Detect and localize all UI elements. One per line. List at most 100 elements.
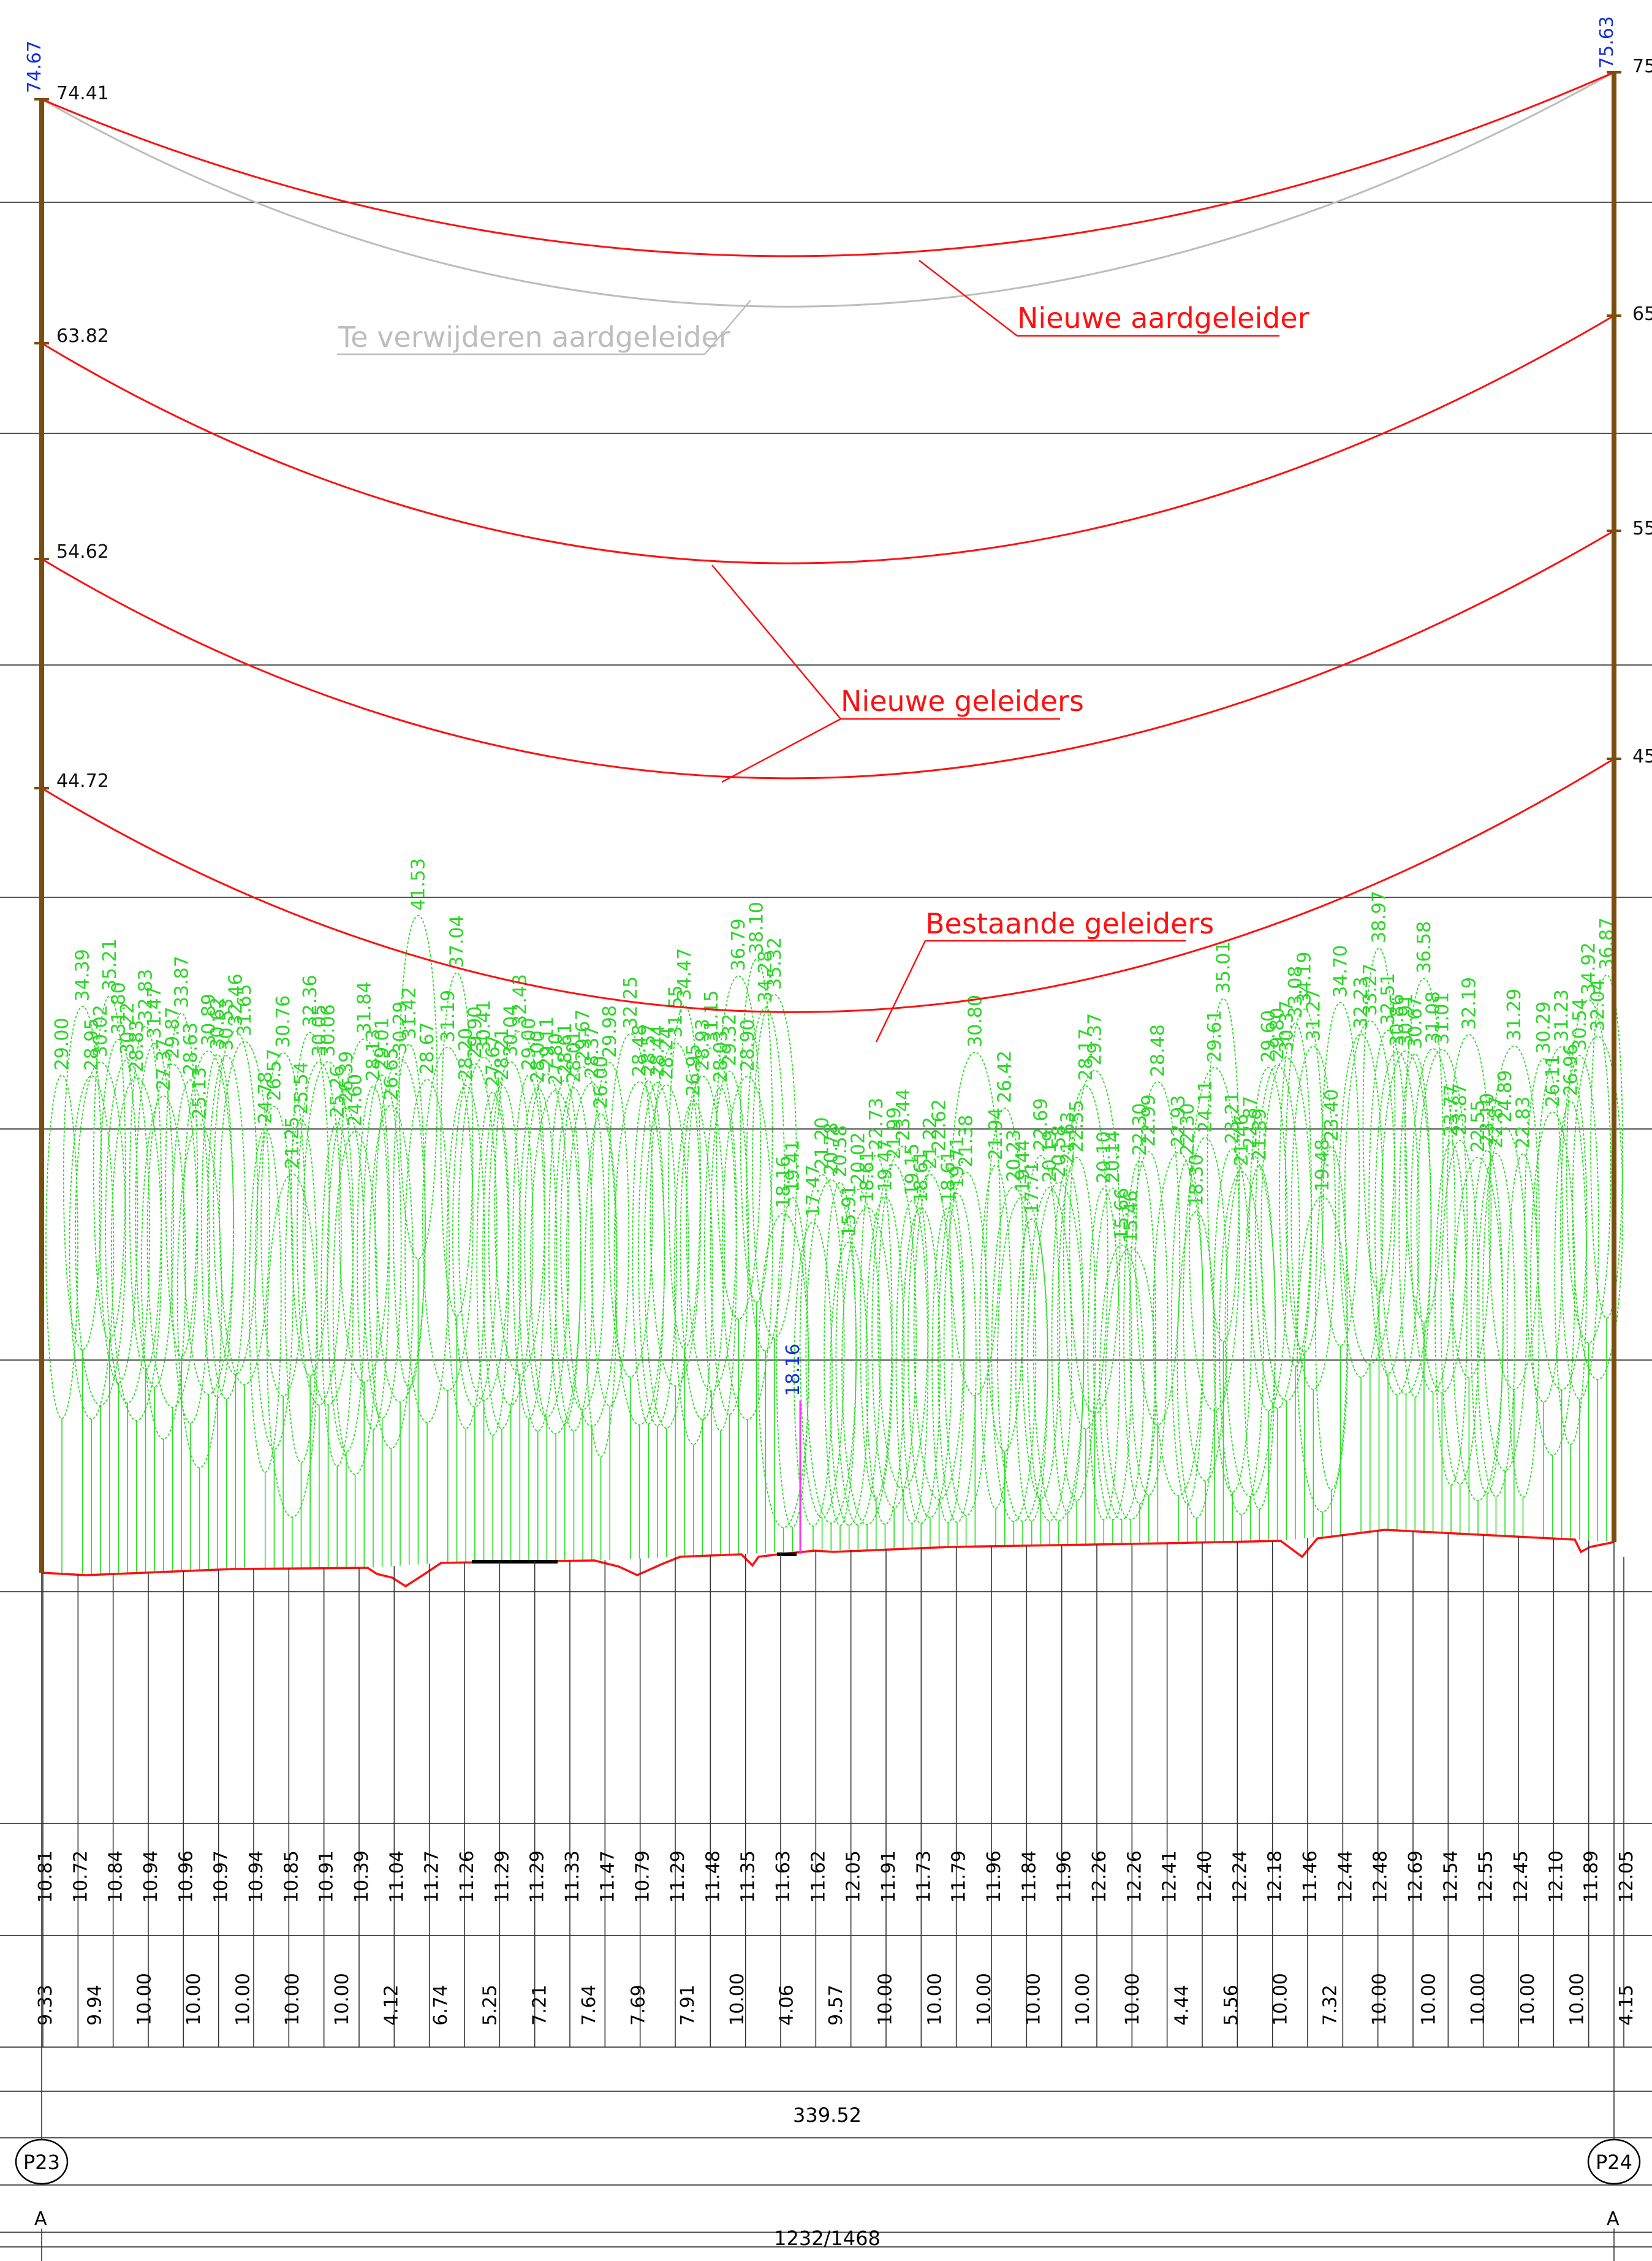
span-value: 10.79: [632, 1850, 654, 1903]
span-value: 11.47: [597, 1850, 618, 1903]
span-value: 10.39: [351, 1850, 373, 1903]
tree-crown: [548, 1079, 582, 1424]
tree-crown: [1434, 1141, 1468, 1486]
tree-crown: [1554, 1100, 1588, 1445]
distance-value: 7.69: [628, 1985, 650, 2026]
tree-height-label: 30.29: [1533, 1001, 1555, 1054]
pole-right: 75.63 75 65 55 45: [1596, 16, 1652, 1542]
tree-crown: [835, 1189, 881, 1526]
tree-crown: [1590, 974, 1623, 1319]
conductor-curve-3: [41, 758, 1615, 1013]
tree-crown: [943, 1171, 989, 1516]
tree-height-label: 31.27: [1303, 989, 1324, 1041]
distance-value: 10.00: [282, 1973, 303, 2026]
tree-height-label: 34.19: [1294, 951, 1316, 1004]
label-new-earthwire: Nieuwe aardgeleider: [1017, 302, 1309, 335]
distance-value: 10.00: [233, 1973, 254, 2026]
tree-crown: [703, 1087, 737, 1432]
tree-height-label: 21.99: [884, 1107, 905, 1160]
tree-height-label: 30.04: [501, 1005, 522, 1057]
pole-right-attach-2: 65: [1632, 303, 1652, 325]
span-value: 11.89: [1581, 1850, 1602, 1903]
tree-height-label: 21.20: [812, 1117, 833, 1170]
tree-crown: [99, 1039, 138, 1383]
distance-value: 7.64: [578, 1985, 600, 2026]
tree-height-label: 17.71: [1021, 1161, 1043, 1214]
tree-height-label: 30.91: [1396, 994, 1417, 1046]
station-lines: [42, 1530, 1624, 2047]
tree-height-label: 31.55: [665, 985, 686, 1038]
tree-crown: [1218, 1171, 1264, 1515]
span-value: 12.45: [1510, 1850, 1532, 1903]
span-value: 11.04: [386, 1850, 407, 1903]
tree-height-label: 17.47: [803, 1165, 824, 1217]
span-value: 11.91: [878, 1850, 900, 1903]
label-remove-earthwire: Te verwijderen aardgeleider: [338, 321, 730, 354]
tree-crown: [710, 1070, 749, 1415]
tree-crown: [1129, 1151, 1169, 1496]
tree-crown: [680, 1075, 726, 1420]
tree-crown: [632, 1080, 665, 1425]
tree-height-label: 29.90: [464, 1006, 486, 1059]
leaders: [337, 260, 1279, 1043]
distance-value: 10.00: [924, 1973, 945, 2026]
span-value: 11.29: [667, 1850, 689, 1903]
tree-crown: [75, 1062, 126, 1406]
tree-height-label: 20.58: [1048, 1125, 1070, 1177]
tree-crown: [45, 1074, 78, 1419]
tree-crown: [374, 1058, 426, 1403]
tree-crown: [284, 1119, 318, 1464]
distance-value: 10.00: [1566, 1973, 1588, 2026]
tree-height-label: 22.69: [1030, 1098, 1051, 1151]
tree-height-label: 29.11: [536, 1016, 558, 1069]
span-value: 12.55: [1476, 1850, 1497, 1903]
tree-crown: [327, 1108, 366, 1453]
tree-height-label: 24.89: [1495, 1070, 1516, 1123]
span-value: 11.46: [1300, 1850, 1321, 1903]
tree-crown: [1362, 948, 1396, 1292]
tree-height-label: 29.61: [1204, 1010, 1226, 1063]
span-value: 11.26: [457, 1850, 478, 1903]
tree-height-label: 32.51: [1377, 973, 1399, 1025]
span-value: 10.94: [246, 1850, 267, 1903]
distance-value: 10.00: [727, 1973, 748, 2026]
tree-crown: [266, 1173, 318, 1518]
tree-height-label: 20.02: [847, 1132, 869, 1185]
tree-height-label: 18.61: [857, 1150, 878, 1203]
distance-value: 10.00: [1122, 1973, 1143, 2026]
tree-crown: [512, 1074, 545, 1419]
tree-height-label: 30.67: [1404, 997, 1426, 1049]
span-value: 12.44: [1335, 1850, 1356, 1903]
pole-left-attach-2: 63.82: [56, 325, 109, 347]
tree-crown: [1032, 1182, 1085, 1521]
tree-height-label: 28.48: [1147, 1024, 1169, 1077]
distance-value: 5.56: [1221, 1985, 1242, 2026]
label-new-conductors: Nieuwe geleiders: [841, 685, 1084, 718]
tree-crown: [69, 1075, 115, 1420]
tree-height-label: 31.15: [701, 990, 722, 1043]
tree-crown: [1470, 1150, 1504, 1494]
tree-height-label: 28.48: [629, 1024, 651, 1077]
span-value: 10.81: [35, 1850, 56, 1903]
tree-height-label: 26.95: [683, 1044, 705, 1096]
tree-height-label: 35.21: [99, 938, 121, 991]
tree-crown: [1344, 1020, 1396, 1365]
tree-crown: [1320, 1001, 1360, 1347]
span-value: 12.24: [1229, 1850, 1251, 1903]
distance-value: 10.00: [1468, 1973, 1489, 2026]
section-marker-left: A: [34, 2208, 47, 2230]
tree-crown: [1243, 1165, 1276, 1510]
tree-crown: [1183, 1137, 1229, 1481]
tree-height-label: 27.67: [482, 1035, 504, 1087]
tree-height-label: 19.41: [782, 1140, 803, 1193]
tree-height-label: 31.08: [1423, 991, 1444, 1044]
tree-height-label: 20.14: [1102, 1131, 1124, 1184]
distance-value: 10.00: [134, 1973, 155, 2026]
tree-height-label: 22.87: [1240, 1096, 1262, 1149]
tree-height-label: 24.78: [255, 1071, 276, 1124]
tree-crown: [482, 1084, 521, 1429]
tree-crown: [518, 1087, 558, 1432]
tree-height-label: 24.60: [345, 1074, 366, 1127]
tree-crown: [494, 1031, 546, 1375]
